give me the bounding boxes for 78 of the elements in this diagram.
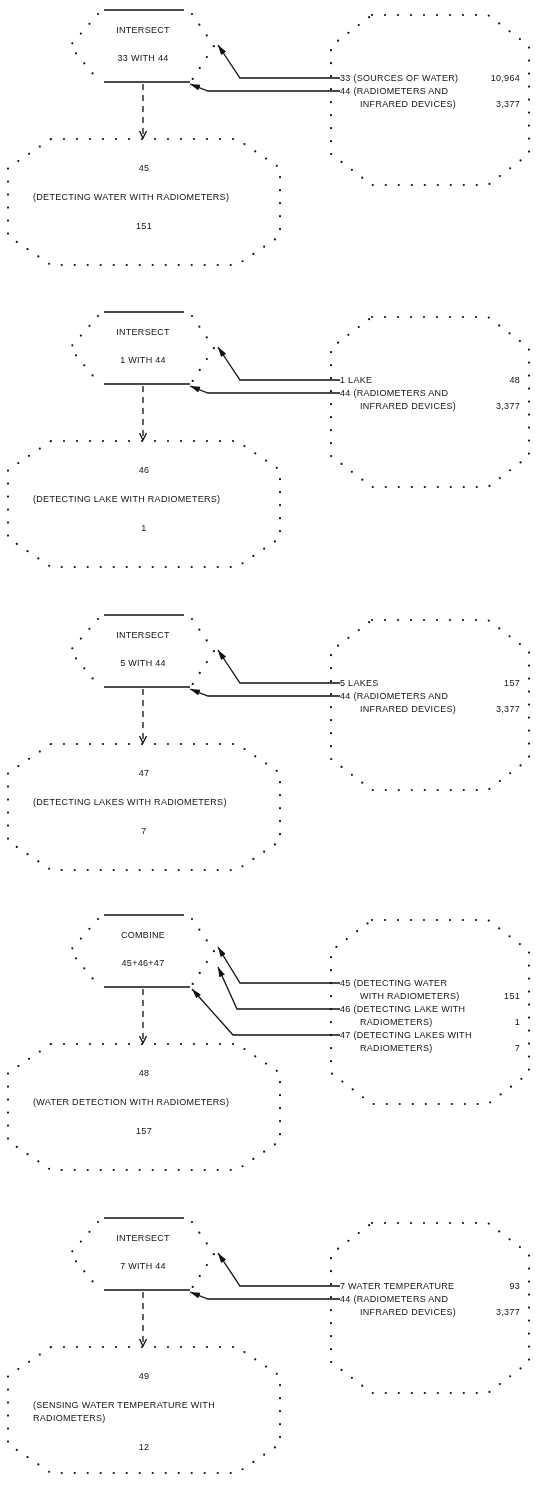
entry-label: 44 (RADIOMETERS AND INFRARED DEVICES) (340, 690, 458, 716)
result-count: 157 (136, 1125, 152, 1138)
entry-count: 157 (504, 677, 520, 690)
dashed-arrow (138, 988, 148, 1044)
arrow (217, 44, 341, 79)
operation-box (68, 913, 218, 989)
result-description: (WATER DETECTION WITH RADIOMETERS) (33, 1096, 231, 1109)
operation-label: INTERSECT (116, 327, 170, 338)
result-box (5, 1346, 283, 1474)
operation-label: INTERSECT (116, 25, 170, 36)
result-description: (SENSING WATER TEMPERATURE WITH RADIOMETERS) (33, 1399, 216, 1425)
operand-label: 7 WITH 44 (120, 1261, 166, 1272)
dashed-arrow (138, 83, 148, 139)
entry-label: 47 (DETECTING LAKES WITH RADIOMETERS) (340, 1029, 473, 1055)
result-description: (DETECTING LAKE WITH RADIOMETERS) (33, 493, 222, 506)
arrow (217, 1252, 341, 1287)
result-number: 48 (138, 1067, 150, 1080)
operation-label: INTERSECT (116, 1233, 170, 1244)
entry-label: 46 (DETECTING LAKE WITH RADIOMETERS) (340, 1003, 467, 1029)
entry-label: 44 (RADIOMETERS AND INFRARED DEVICES) (340, 1293, 458, 1319)
entry-count: 151 (504, 990, 520, 1003)
entry-label: 44 (RADIOMETERS AND INFRARED DEVICES) (340, 85, 458, 111)
result-box (5, 743, 283, 871)
set-list-box (328, 14, 532, 186)
result-description: (DETECTING LAKES WITH RADIOMETERS) (33, 796, 228, 809)
result-box (5, 138, 283, 266)
set-list-box (328, 919, 532, 1105)
arrow (217, 946, 341, 984)
operation-label: INTERSECT (116, 630, 170, 641)
entry-count: 93 (509, 1280, 520, 1293)
operation-box (68, 613, 218, 689)
arrow (217, 966, 341, 1010)
entry-label: 1 LAKE (340, 374, 374, 387)
set-list-box (328, 1222, 532, 1394)
entry-label: 45 (DETECTING WATER WITH RADIOMETERS) (340, 977, 461, 1003)
result-number: 46 (138, 464, 150, 477)
dashed-arrow (138, 688, 148, 744)
set-list-box (328, 316, 532, 488)
operand-label: 1 WITH 44 (120, 355, 166, 366)
entry-label: 7 WATER TEMPERATURE (340, 1280, 456, 1293)
dashed-arrow (138, 385, 148, 441)
entry-label: 33 (SOURCES OF WATER) (340, 72, 460, 85)
entry-count: 3,377 (495, 98, 520, 111)
result-count: 7 (141, 825, 147, 838)
result-number: 49 (138, 1370, 150, 1383)
arrow (217, 346, 341, 381)
result-number: 47 (138, 767, 150, 780)
result-count: 12 (138, 1441, 150, 1454)
operation-box (68, 1216, 218, 1292)
operation-label: COMBINE (120, 930, 166, 941)
entry-count: 3,377 (495, 400, 520, 413)
operation-box (68, 310, 218, 386)
arrow (189, 83, 341, 92)
entry-label: 5 LAKES (340, 677, 380, 690)
result-description: (DETECTING WATER WITH RADIOMETERS) (33, 191, 231, 204)
entry-count: 3,377 (495, 703, 520, 716)
dashed-arrow (138, 1291, 148, 1347)
set-list-box (328, 619, 532, 791)
entry-count: 48 (509, 374, 520, 387)
result-box (5, 440, 283, 568)
entry-count: 1 (514, 1016, 520, 1029)
arrow (189, 385, 341, 394)
arrow (189, 1291, 341, 1300)
result-box (5, 1043, 283, 1171)
result-count: 151 (136, 220, 152, 233)
arrow (189, 688, 341, 697)
operand-label: 33 WITH 44 (117, 53, 169, 64)
entry-count: 3,377 (495, 1306, 520, 1319)
entry-label: 44 (RADIOMETERS AND INFRARED DEVICES) (340, 387, 458, 413)
result-count: 1 (141, 522, 147, 535)
arrow (217, 649, 341, 684)
operand-label: 45+46+47 (121, 958, 165, 969)
arrow (191, 988, 341, 1036)
operation-box (68, 8, 218, 84)
entry-count: 7 (514, 1042, 520, 1055)
entry-count: 10,964 (490, 72, 520, 85)
result-number: 45 (138, 162, 150, 175)
operand-label: 5 WITH 44 (120, 658, 166, 669)
